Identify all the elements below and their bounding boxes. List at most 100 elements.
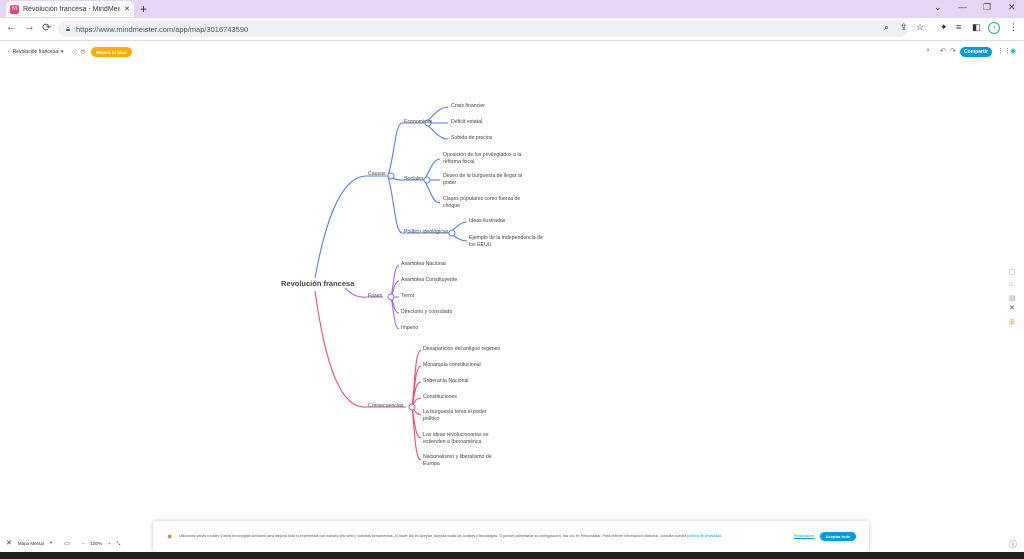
attachment-icon[interactable]: ⌂	[1009, 281, 1014, 288]
restore-icon[interactable]: ❐	[983, 2, 992, 12]
connector-fases	[344, 287, 369, 298]
cookie-customize-link[interactable]: Personalizar	[794, 534, 814, 538]
zoom-icon[interactable]: ⌕	[884, 22, 890, 32]
user-avatar-icon[interactable]: ◉	[1010, 48, 1017, 55]
node-nacionalismo[interactable]: Nacionalismo y liberalismo de Europa	[423, 454, 492, 467]
node-desaparicion[interactable]: Desaparicion del antiguo regimen	[423, 346, 501, 352]
bookmark-star-icon[interactable]: ☆	[916, 22, 925, 32]
profile-avatar-icon[interactable]: ◔	[988, 22, 1000, 34]
node-ideas-revolucionarias-line1: Las ideas revolucionarias se	[423, 432, 489, 438]
browser-menu-icon[interactable]: ⋮	[1009, 22, 1018, 32]
browser-tab[interactable]: M Revolución francesa - MindMeist ✕	[6, 1, 134, 17]
reading-list-icon[interactable]: ≡	[956, 22, 962, 32]
side-panel-icon[interactable]: ◧	[972, 22, 981, 32]
node-causas[interactable]: Causas	[368, 171, 386, 177]
zoom-level: 100%	[90, 540, 102, 546]
redo-icon[interactable]: ↷	[950, 48, 956, 55]
node-crisis[interactable]: Crisis financier	[451, 103, 486, 109]
node-deseo[interactable]: Deseo de la burguesía de llegar al poder	[443, 173, 522, 186]
cookie-icon: ●	[167, 531, 173, 541]
collapse-toggle-politico	[448, 229, 456, 237]
root-node[interactable]: Revolución francesa	[281, 279, 355, 288]
layout-icon[interactable]: ▤	[1009, 295, 1016, 302]
node-oposicion-line2: reforma fiscal	[443, 158, 475, 165]
node-constituciones[interactable]: Constituciones	[423, 394, 458, 400]
cookie-text: Utilizamos varias cookies y otras tecnol…	[179, 534, 799, 538]
back-arrow-icon[interactable]: ‹	[8, 49, 10, 55]
node-asamblea-constituyente[interactable]: Asamblea Constituyente	[401, 277, 458, 283]
privacy-policy-link[interactable]: política de privacidad.	[687, 534, 723, 538]
map-title-menu[interactable]: ‹ Revolución francesa ▾ ⓘ ◷	[8, 46, 85, 58]
node-nacionalismo-line1: Nacionalismo y liberalismo de	[423, 454, 492, 460]
node-fases[interactable]: Fases	[368, 293, 383, 299]
node-asamblea-nacional[interactable]: Asamblea Nacional	[401, 261, 446, 267]
node-politico[interactable]: Político ideológicas	[404, 229, 449, 235]
add-node-icon[interactable]: ▢	[1009, 269, 1016, 276]
map-title: Revolución francesa	[12, 49, 58, 55]
node-ideas[interactable]: Ideas ilustradas	[469, 218, 506, 224]
new-tab-button[interactable]: +	[140, 2, 148, 16]
node-ideas-revolucionarias[interactable]: Las ideas revolucionarias se extienden a…	[423, 432, 488, 445]
close-tab-icon[interactable]: ✕	[124, 6, 130, 13]
node-ejemplo-line2: los EEUU	[469, 241, 492, 248]
node-ideas-revolucionarias-line2: extienden a Iberoamérica	[423, 438, 482, 445]
zoom-out-icon[interactable]: −	[81, 540, 85, 546]
node-burguesia[interactable]: La burguesía toma el poder político	[423, 409, 486, 422]
chevron-down-icon: ▾	[60, 49, 64, 55]
app-toolbar	[0, 41, 1024, 63]
presentation-icon[interactable]: ▭	[64, 540, 70, 547]
fit-screen-icon[interactable]: ⤡	[116, 540, 121, 546]
apps-grid-icon[interactable]: ⋮⋮	[997, 48, 1011, 55]
url-bar[interactable]: 🔒︎ https://www.mindmeister.com/app/map/3…	[58, 21, 908, 37]
back-icon[interactable]: ←	[6, 21, 17, 33]
collapse-toggle-sociales	[423, 176, 431, 184]
minimize-icon[interactable]: —	[958, 2, 967, 12]
zoom-in-icon[interactable]: +	[107, 540, 111, 546]
connector-consecuencias	[314, 290, 366, 408]
node-consecuencias[interactable]: Consecuencias	[368, 403, 404, 409]
node-economicas[interactable]: Economicas	[404, 119, 433, 125]
node-deficit[interactable]: Déficit estatal	[451, 119, 483, 125]
undo-icon[interactable]: ↶	[940, 48, 946, 55]
connector-causas	[314, 175, 366, 279]
node-burguesia-line2: político	[423, 415, 440, 422]
share-button[interactable]: Compartir	[960, 47, 992, 57]
browser-tab-bar	[0, 0, 1024, 18]
cookie-message: Utilizamos varias cookies y otras tecnol…	[179, 534, 687, 538]
info-icon[interactable]: ⓘ	[72, 49, 78, 56]
extensions-icon[interactable]: ✦	[940, 22, 948, 32]
lock-icon: 🔒︎	[66, 24, 70, 33]
tab-search-icon[interactable]: ⌄	[934, 2, 942, 12]
help-icon[interactable]: ⓘ	[1009, 540, 1017, 549]
view-dropdown-icon[interactable]: ▾	[49, 540, 53, 545]
forward-icon[interactable]: →	[24, 21, 35, 33]
node-ejemplo[interactable]: Ejemplo de la independencia de los EEUU	[469, 235, 543, 248]
view-switch-icon[interactable]: ✕	[6, 540, 12, 547]
upgrade-button[interactable]: Mejora tu plan	[91, 47, 132, 57]
collapse-toggle-fases	[387, 293, 395, 301]
view-mode-label[interactable]: Mapa Mental	[17, 540, 44, 546]
reload-icon[interactable]: ⟳	[42, 22, 52, 34]
node-sociales[interactable]: Sociales	[404, 176, 424, 182]
cookie-accept-button[interactable]: Aceptar todo	[820, 532, 856, 541]
mind-map-canvas[interactable]: Revolución francesa Causas Economicas Cr…	[0, 63, 1024, 523]
history-icon[interactable]: ◷	[80, 49, 85, 55]
node-terror[interactable]: Terror	[401, 293, 415, 299]
node-directorio[interactable]: Directorio y consulado	[401, 309, 453, 315]
node-oposicion-line1: Oposición de los privilegiados a la	[443, 152, 522, 158]
node-clases[interactable]: Clases populares como fuerza de choque	[443, 196, 520, 209]
focus-icon[interactable]: ✕	[1009, 305, 1015, 312]
mind-map-connectors	[314, 106, 468, 461]
os-taskbar	[0, 552, 1024, 559]
node-oposicion[interactable]: Oposición de los privilegiados a la refo…	[443, 152, 521, 165]
collapse-toggle-causas	[387, 172, 395, 180]
close-window-icon[interactable]: ✕	[1008, 2, 1016, 12]
share-page-icon[interactable]: ⇪	[900, 22, 908, 32]
collapse-toggle-economicas	[424, 119, 432, 127]
node-soberania[interactable]: Soberanía Nacional	[423, 378, 469, 384]
search-icon[interactable]: ⌕	[926, 47, 930, 54]
node-monarquia[interactable]: Monarquía constitucional	[423, 362, 481, 368]
node-precios[interactable]: Subida de precios	[451, 135, 493, 141]
gift-icon[interactable]: ⊞	[1009, 319, 1015, 326]
node-imperio[interactable]: Imperio	[401, 325, 419, 331]
